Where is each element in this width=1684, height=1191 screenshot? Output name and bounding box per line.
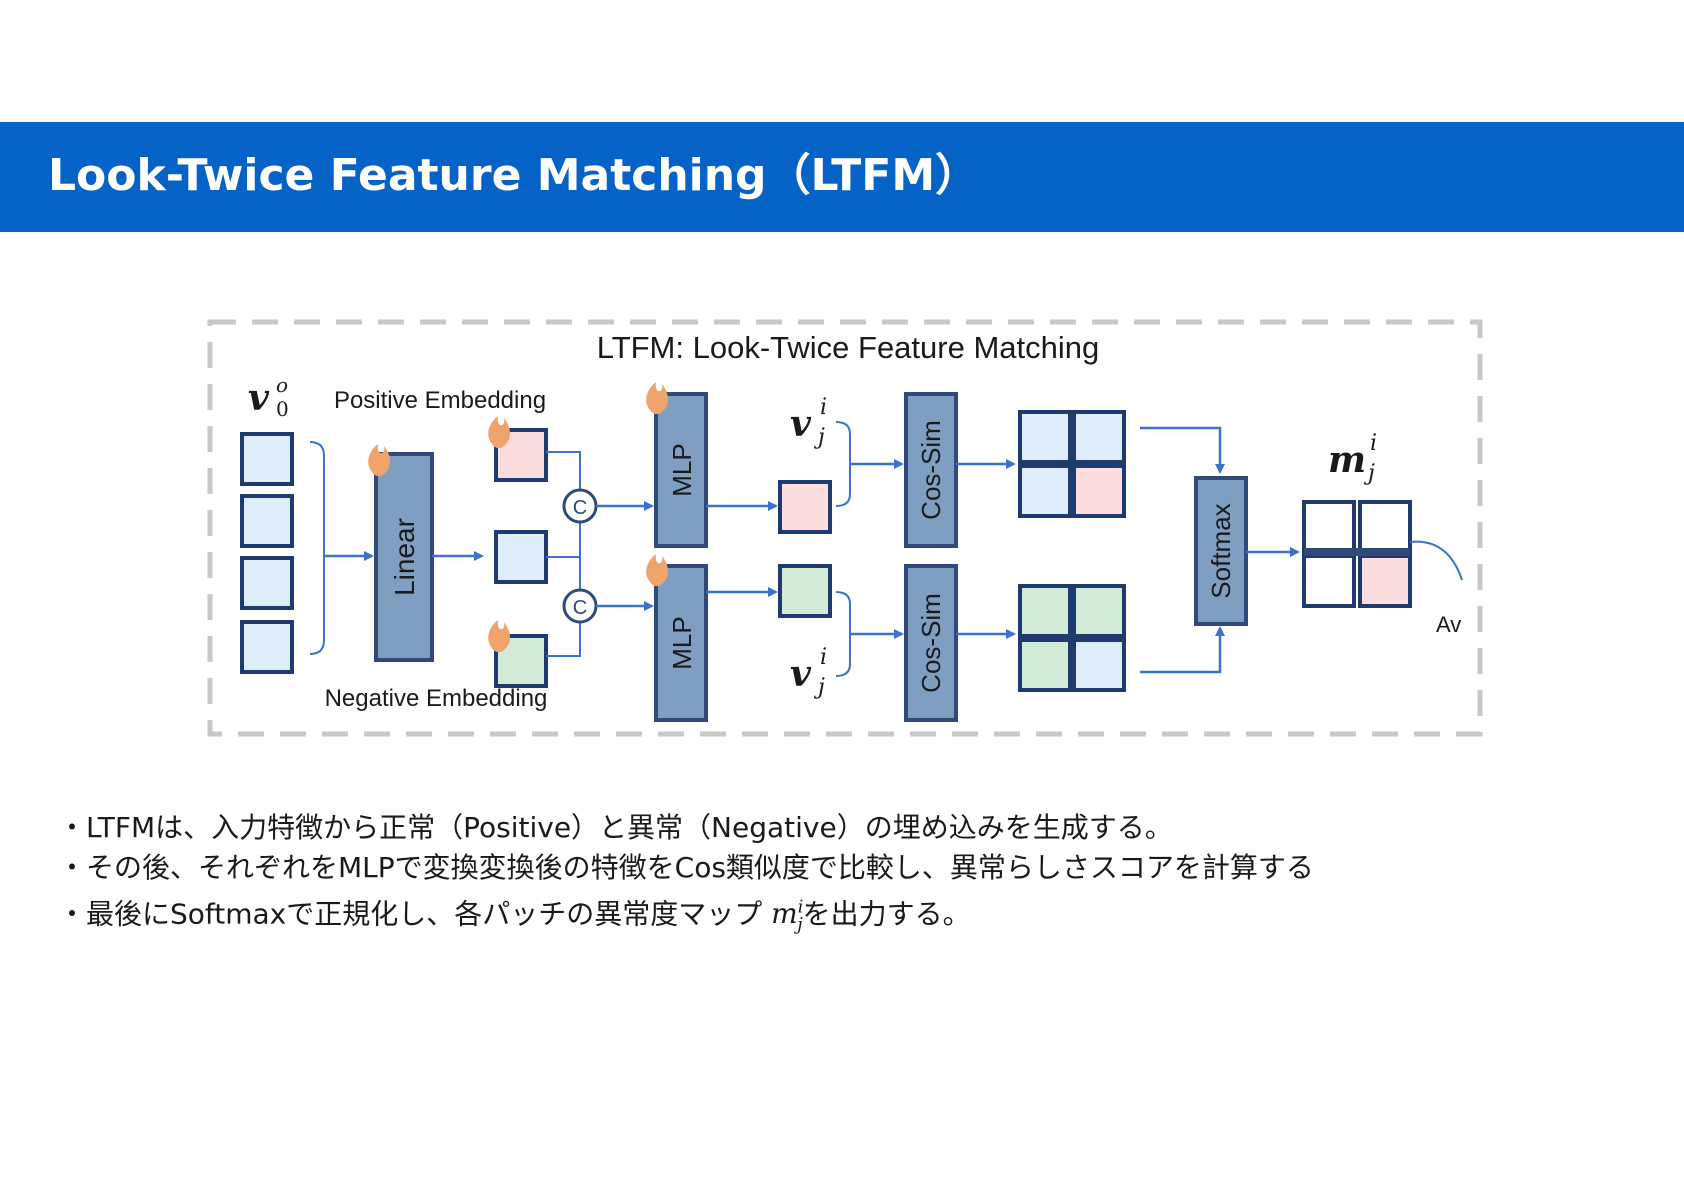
score-grid-top [1018, 410, 1126, 518]
flame-icon [646, 382, 668, 415]
cossim-block-top: Cos-Sim [904, 392, 958, 548]
mlp-block-top: MLP [654, 392, 708, 548]
diagram-title: LTFM: Look-Twice Feature Matching [597, 330, 1100, 365]
svg-text:i: i [820, 645, 827, 670]
flame-icon [646, 554, 668, 587]
svg-text:j: j [813, 675, 825, 700]
mlp-block-bottom: MLP [654, 564, 708, 722]
bracket-top [835, 421, 851, 507]
anomaly-map-output [1302, 500, 1412, 608]
svg-text:MLP: MLP [667, 616, 697, 669]
input-cell [240, 432, 294, 486]
positive-embedding-cell [494, 428, 548, 482]
bullet-line-2: ・その後、それぞれをMLPで変換変換後の特徴をCos類似度で比較し、異常らしさス… [58, 851, 1314, 884]
negative-embedding-label: Negative Embedding [325, 685, 548, 712]
svg-text:MLP: MLP [667, 443, 697, 496]
output-label: m i j [1328, 431, 1377, 486]
bullet-list: ・LTFMは、入力特徴から正常（Positive）と異常（Negative）の埋… [58, 808, 1314, 945]
bracket-bottom [835, 591, 851, 677]
flame-icon [368, 444, 390, 477]
svg-text:j: j [813, 425, 825, 450]
bullet-line-3: ・最後にSoftmaxで正規化し、各パッチの異常度マップ mijを出力する。 [58, 888, 1314, 945]
svg-text:v: v [790, 653, 812, 695]
bullet-line-3-before: ・最後にSoftmaxで正規化し、各パッチの異常度マップ [58, 897, 763, 931]
title-bar: Look-Twice Feature Matching（LTFM） [0, 122, 1684, 232]
ltfm-diagram: LTFM: Look-Twice Feature Matching v o 0 … [200, 310, 1490, 750]
cossim-block-bottom: Cos-Sim [904, 564, 958, 722]
svg-text:Cos-Sim: Cos-Sim [916, 593, 946, 693]
svg-text:o: o [276, 373, 288, 397]
svg-text:v: v [790, 403, 812, 445]
svg-text:Linear: Linear [389, 518, 420, 596]
connector-middle [546, 520, 581, 595]
mlp-output-cell-top [778, 480, 832, 534]
flame-icon [488, 416, 510, 449]
input-cells [240, 432, 294, 674]
arrow-grid-top-to-softmax [1140, 426, 1225, 474]
svg-text:Cos-Sim: Cos-Sim [916, 420, 946, 520]
svg-text:v: v [248, 377, 270, 419]
svg-text:C: C [573, 597, 587, 619]
avg-label: Av [1436, 612, 1461, 637]
vj-label-bottom: v i j [790, 645, 827, 700]
bullet-line-3-after: を出力する。 [802, 897, 971, 931]
svg-text:m: m [1328, 439, 1366, 481]
flame-icon [488, 620, 510, 653]
score-grid-bottom [1018, 584, 1126, 692]
softmax-block: Softmax [1194, 476, 1248, 626]
input-cell [240, 620, 294, 674]
embedded-feature-cell [494, 530, 548, 584]
concat-node-top: C [562, 488, 598, 524]
svg-text:i: i [820, 395, 827, 420]
bullet-line-1: ・LTFMは、入力特徴から正常（Positive）と異常（Negative）の埋… [58, 811, 1173, 844]
svg-text:Softmax: Softmax [1206, 503, 1236, 598]
input-bracket [309, 441, 325, 655]
curve-to-avg [1409, 540, 1463, 581]
input-cell [240, 556, 294, 610]
arrow-grid-bottom-to-softmax [1140, 626, 1225, 674]
svg-text:C: C [573, 497, 587, 519]
input-label: v o 0 [248, 373, 289, 421]
concat-node-bottom: C [562, 588, 598, 624]
mlp-output-cell-bottom [778, 564, 832, 618]
page-title: Look-Twice Feature Matching（LTFM） [48, 150, 980, 201]
linear-block: Linear [374, 452, 434, 662]
positive-embedding-label: Positive Embedding [334, 387, 546, 414]
diagram-frame [207, 319, 1483, 737]
vj-label-top: v i j [790, 395, 827, 450]
input-cell [240, 494, 294, 548]
svg-text:i: i [1370, 431, 1377, 456]
svg-text:0: 0 [276, 397, 289, 421]
bullet-math-mji: mij [771, 897, 804, 935]
